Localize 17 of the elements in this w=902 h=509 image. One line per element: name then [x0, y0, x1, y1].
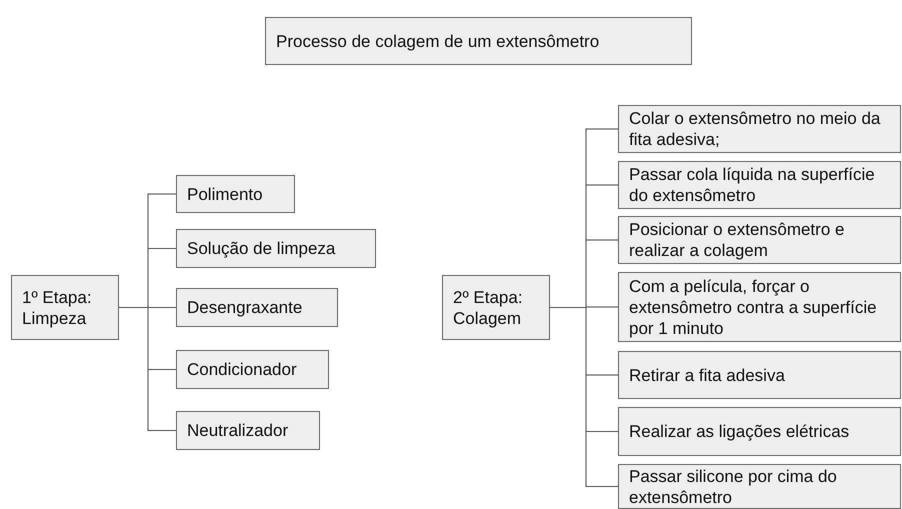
step-box: Polimento [176, 175, 295, 213]
connector-line [550, 307, 618, 487]
stage-box: 1º Etapa: Limpeza [11, 275, 119, 340]
step-box: Retirar a fita adesiva [618, 351, 901, 399]
step-box: Posicionar o extensômetro e realizar a colagem [618, 216, 901, 264]
stage-box: 2º Etapa: Colagem [442, 275, 550, 340]
step-box: Desengraxante [176, 288, 338, 327]
step-box: Condicionador [176, 350, 329, 389]
step-box: Solução de limpeza [176, 229, 376, 268]
step-box: Passar cola líquida na superfície do extensômetro [618, 161, 901, 209]
title-box: Processo de colagem de um extensômetro [265, 17, 692, 65]
connector-line [118, 307, 176, 431]
step-box: Colar o extensômetro no meio da fita adesiva; [618, 105, 901, 153]
step-box: Neutralizador [176, 411, 320, 450]
step-box: Com a película, forçar o extensômetro contra a superfície por 1 minuto [618, 272, 901, 342]
step-box: Realizar as ligações elétricas [618, 407, 901, 456]
step-box: Passar silicone por cima do extensômetro [618, 464, 901, 509]
